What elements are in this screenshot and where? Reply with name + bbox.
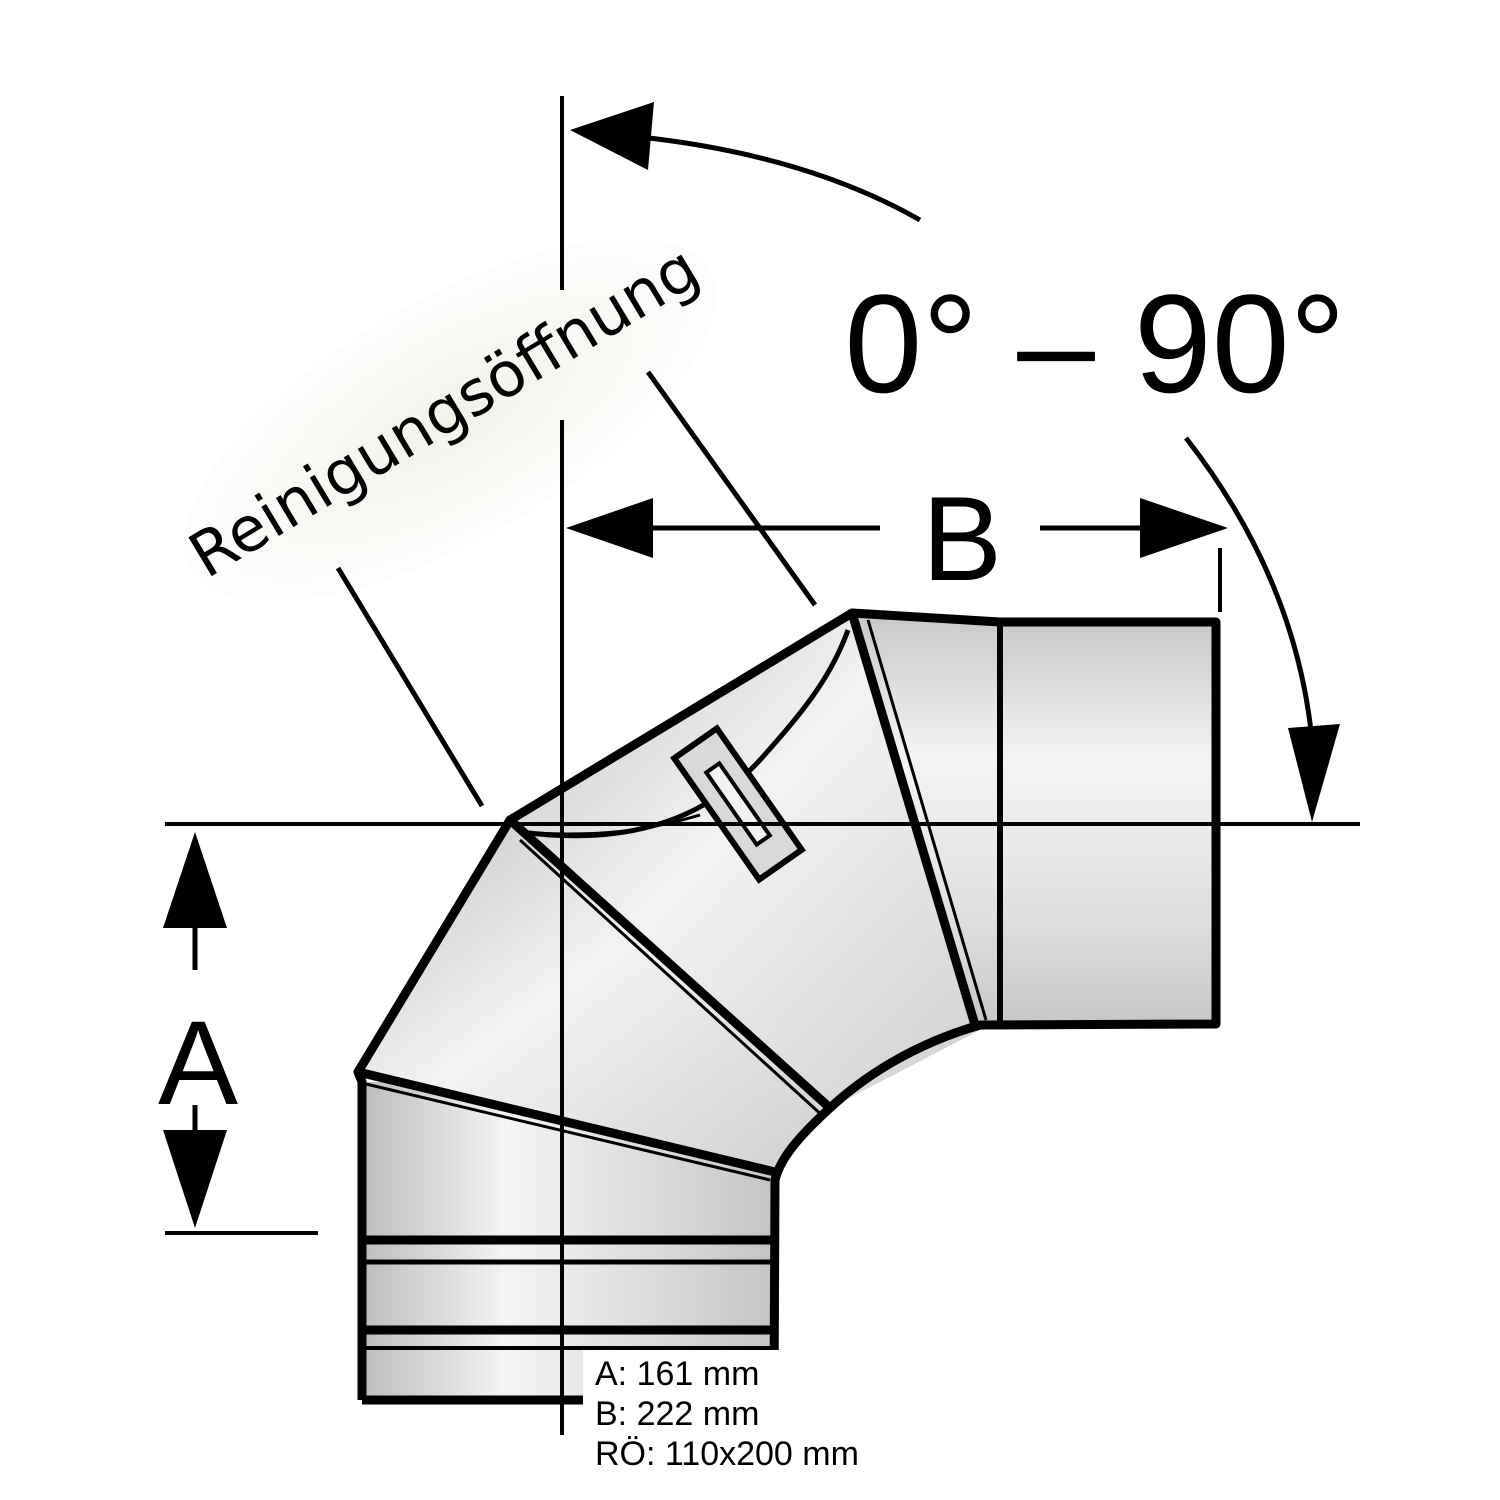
- seam-1-inner: [365, 1082, 771, 1182]
- elbow-outline: [353, 608, 1221, 1401]
- segment-1: [358, 820, 830, 1175]
- dimension-a-label: A: [158, 996, 238, 1130]
- seam-2-inner: [518, 838, 827, 1120]
- dimension-a-arrow-up: [163, 832, 227, 928]
- pipe-elbow: [353, 608, 1221, 1405]
- dimension-b-label: B: [922, 472, 1002, 606]
- seam-3-inner: [866, 619, 988, 1021]
- label-background: [183, 237, 717, 603]
- seam-1: [356, 1067, 777, 1177]
- dimension-a-arrow-down: [163, 1130, 227, 1228]
- dimension-b-arrow-right: [1140, 498, 1228, 558]
- leader-line-left: [335, 566, 485, 808]
- angle-range-label: 0° – 90°: [844, 265, 1345, 422]
- spec-dimension-b: B: 222 mm: [595, 1395, 760, 1433]
- dimension-b-arrow-left: [566, 498, 653, 558]
- leader-line-right: [645, 370, 818, 607]
- seam-3: [847, 611, 980, 1027]
- angle-arrowhead-down: [1288, 724, 1340, 822]
- spec-cleaning-opening: RÖ: 110x200 mm: [595, 1435, 859, 1473]
- angle-arc-top: [639, 134, 922, 223]
- angle-arc-right: [1184, 436, 1315, 741]
- cleaning-door-edge-inner: [519, 813, 701, 836]
- specifications-box: A: 161 mm B: 222 mm RÖ: 110x200 mm: [583, 1350, 943, 1482]
- spec-dimension-a: A: 161 mm: [595, 1355, 760, 1393]
- angle-arrowhead-left: [570, 102, 654, 170]
